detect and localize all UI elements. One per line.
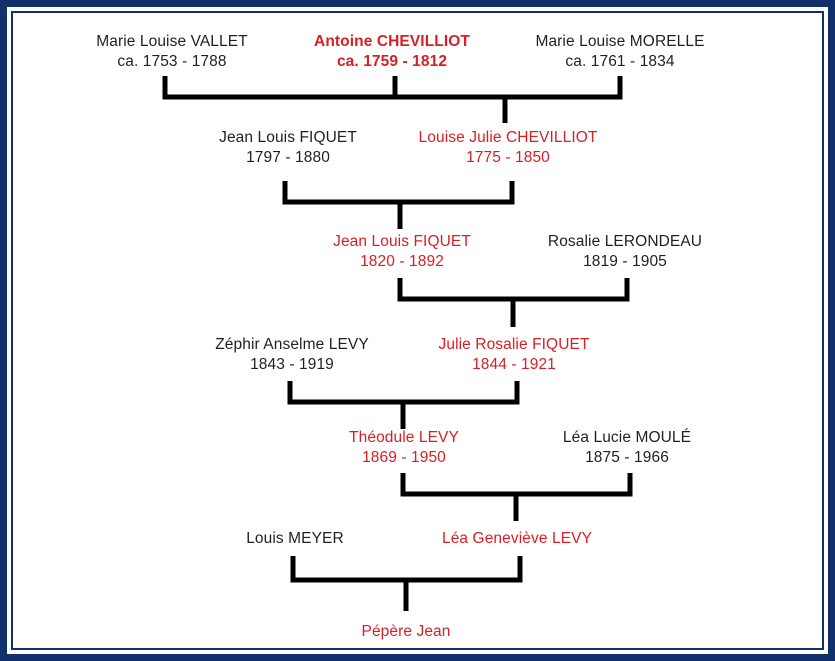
- person-name: Marie Louise MORELLE: [535, 33, 705, 50]
- person-theodule-levy[interactable]: Théodule LEVY 1869 - 1950: [349, 428, 459, 469]
- person-dates: ca. 1761 - 1834: [565, 53, 675, 71]
- person-name: Pépère Jean: [361, 623, 451, 640]
- person-name: Jean Louis FIQUET: [219, 129, 357, 146]
- person-jean-louis-fiquet-1820[interactable]: Jean Louis FIQUET 1820 - 1892: [333, 232, 471, 273]
- person-name: Rosalie LERONDEAU: [547, 233, 703, 250]
- person-zephir-anselme-levy[interactable]: Zéphir Anselme LEVY 1843 - 1919: [215, 335, 369, 376]
- person-name: Julie Rosalie FIQUET: [438, 336, 590, 353]
- person-name: Jean Louis FIQUET: [333, 233, 471, 250]
- person-name: Léa Geneviève LEVY: [441, 530, 593, 547]
- gen3-bracket: [397, 278, 630, 302]
- person-name: Louis MEYER: [246, 530, 344, 547]
- person-dates: 1843 - 1919: [250, 356, 334, 374]
- person-vallet[interactable]: Marie Louise VALLET ca. 1753 - 1788: [96, 32, 248, 73]
- person-morelle[interactable]: Marie Louise MORELLE ca. 1761 - 1834: [535, 32, 704, 73]
- person-dates: 1819 - 1905: [583, 253, 667, 271]
- person-dates: 1875 - 1966: [585, 449, 669, 467]
- person-name: Léa Lucie MOULÉ: [562, 429, 692, 446]
- person-louise-julie-chevilliot[interactable]: Louise Julie CHEVILLIOT 1775 - 1850: [419, 128, 598, 169]
- person-louis-meyer[interactable]: Louis MEYER: [246, 529, 344, 549]
- person-jean-louis-fiquet-1797[interactable]: Jean Louis FIQUET 1797 - 1880: [219, 128, 357, 169]
- gen4-bracket: [287, 381, 520, 405]
- person-antoine-chevilliot[interactable]: Antoine CHEVILLIOT ca. 1759 - 1812: [314, 32, 470, 73]
- person-dates: ca. 1759 - 1812: [336, 53, 448, 71]
- person-lea-genevieve-levy[interactable]: Léa Geneviève LEVY: [442, 529, 592, 549]
- gen5-bracket: [400, 473, 633, 497]
- person-dates: ca. 1753 - 1788: [117, 53, 227, 71]
- person-dates: 1775 - 1850: [466, 149, 550, 167]
- person-name: Théodule LEVY: [349, 429, 459, 446]
- person-name: Louise Julie CHEVILLIOT: [418, 129, 598, 146]
- person-name: Marie Louise VALLET: [96, 33, 248, 50]
- person-pepere-jean[interactable]: Pépère Jean: [362, 622, 451, 642]
- person-dates: 1844 - 1921: [472, 356, 556, 374]
- person-name: Antoine CHEVILLIOT: [314, 33, 470, 50]
- gen2-bracket: [282, 181, 515, 205]
- person-rosalie-lerondeau[interactable]: Rosalie LERONDEAU 1819 - 1905: [548, 232, 702, 273]
- person-name: Zéphir Anselme LEVY: [215, 336, 369, 353]
- person-julie-rosalie-fiquet[interactable]: Julie Rosalie FIQUET 1844 - 1921: [438, 335, 589, 376]
- person-dates: 1820 - 1892: [360, 253, 444, 271]
- gen6-bracket: [290, 556, 523, 583]
- person-dates: 1797 - 1880: [246, 149, 330, 167]
- person-lea-lucie-moule[interactable]: Léa Lucie MOULÉ 1875 - 1966: [563, 428, 691, 469]
- person-dates: 1869 - 1950: [362, 449, 446, 467]
